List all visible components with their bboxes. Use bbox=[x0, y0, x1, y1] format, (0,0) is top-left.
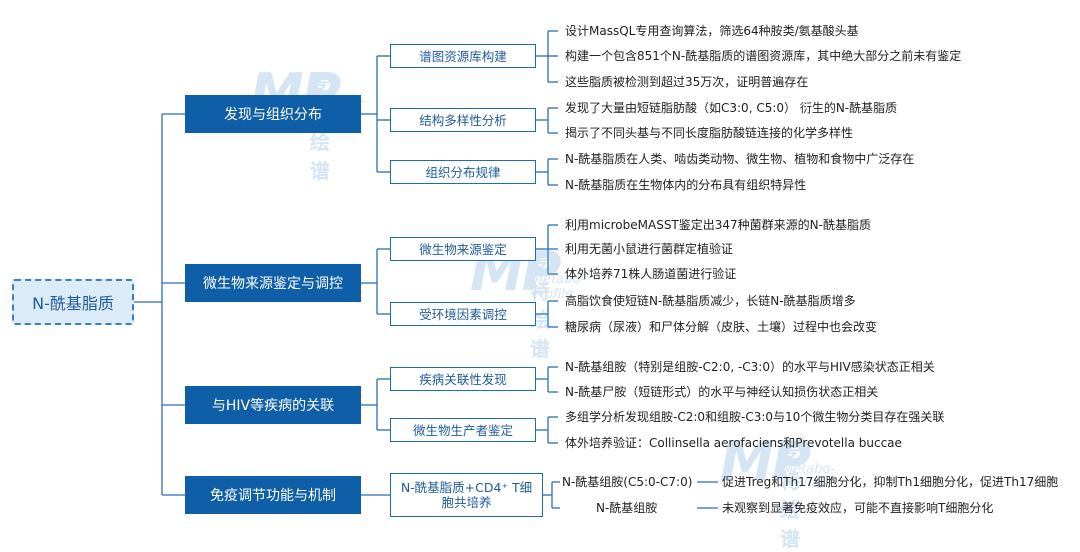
leaf-text: N-酰基脂质在生物体内的分布具有组织特异性 bbox=[565, 178, 807, 192]
branch-hiv-disease[interactable]: 与HIV等疾病的关联 bbox=[185, 386, 361, 424]
leaf-text: 这些脂质被检测到超过35万次，证明普遍存在 bbox=[565, 75, 809, 89]
leaf-text: 利用无菌小鼠进行菌群定植验证 bbox=[565, 242, 734, 256]
leaf-text: 发现了大量由短链脂肪酸（如C3:0, C5:0） 衍生的N-酰基脂质 bbox=[565, 101, 898, 115]
group-environmental-regulation[interactable]: 受环境因素调控 bbox=[390, 302, 536, 326]
group-structural-diversity[interactable]: 结构多样性分析 bbox=[390, 108, 536, 132]
leaf-text: 设计MassQL专用查询算法，筛选64种胺类/氨基酸头基 bbox=[565, 24, 859, 38]
leaf-text: 体外培养验证：Collinsella aerofaciens和Prevotell… bbox=[565, 436, 902, 450]
group-coculture-line2: 胞共培养 bbox=[441, 495, 492, 510]
group-tissue-distribution[interactable]: 组织分布规律 bbox=[390, 160, 536, 184]
leaf-text: 高脂饮食使短链N-酰基脂质减少，长链N-酰基脂质增多 bbox=[565, 294, 856, 308]
leaf-text: N-酰基尸胺（短链形式）的水平与神经认知损伤状态正相关 bbox=[565, 385, 879, 399]
leaf-text: 利用microbeMASST鉴定出347种菌群来源的N-酰基脂质 bbox=[565, 218, 871, 232]
leaf-text: N-酰基脂质在人类、啮齿类动物、微生物、植物和食物中广泛存在 bbox=[565, 152, 915, 166]
group-microbial-identification[interactable]: 微生物来源鉴定 bbox=[390, 237, 536, 261]
leaf-text: 多组学分析发现组胺-C2:0和组胺-C3:0与10个微生物分类目存在强关联 bbox=[565, 410, 945, 424]
branch-microbial-source[interactable]: 微生物来源鉴定与调控 bbox=[185, 264, 361, 302]
group-coculture-line1: N-酰基脂质+CD4⁺ T细 bbox=[400, 480, 533, 495]
leaf-text: 体外培养71株人肠道菌进行验证 bbox=[565, 267, 737, 281]
leaf-text: 糖尿病（尿液）和尸体分解（皮肤、土壤）过程中也会改变 bbox=[565, 320, 878, 334]
leaf-text: 构建一个包含851个N-酰基脂质的谱图资源库，其中绝大部分之前未有鉴定 bbox=[565, 49, 962, 63]
leaf-text: 揭示了不同头基与不同长度脂肪酸链连接的化学多样性 bbox=[565, 126, 854, 140]
sub-node-histamine-c5-c7: N-酰基组胺(C5:0-C7:0) bbox=[562, 475, 693, 489]
sub-node-histamine: N-酰基组胺 bbox=[596, 501, 658, 515]
branch-immune[interactable]: 免疫调节功能与机制 bbox=[185, 476, 361, 514]
result-text: 促进Treg和Th17细胞分化，抑制Th1细胞分化，促进Th17细胞 bbox=[722, 475, 1059, 489]
branch-discovery[interactable]: 发现与组织分布 bbox=[185, 95, 361, 133]
result-text: 未观察到显著免疫效应，可能不直接影响T细胞分化 bbox=[722, 501, 994, 515]
group-coculture[interactable]: N-酰基脂质+CD4⁺ T细 胞共培养 bbox=[390, 473, 543, 517]
group-producer-identification[interactable]: 微生物生产者鉴定 bbox=[390, 418, 536, 442]
group-disease-association[interactable]: 疾病关联性发现 bbox=[390, 367, 536, 391]
group-spectral-library[interactable]: 谱图资源库构建 bbox=[390, 44, 536, 68]
leaf-text: N-酰基组胺（特别是组胺-C2:0, -C3:0）的水平与HIV感染状态正相关 bbox=[565, 360, 935, 374]
root-node[interactable]: N-酰基脂质 bbox=[12, 279, 134, 325]
